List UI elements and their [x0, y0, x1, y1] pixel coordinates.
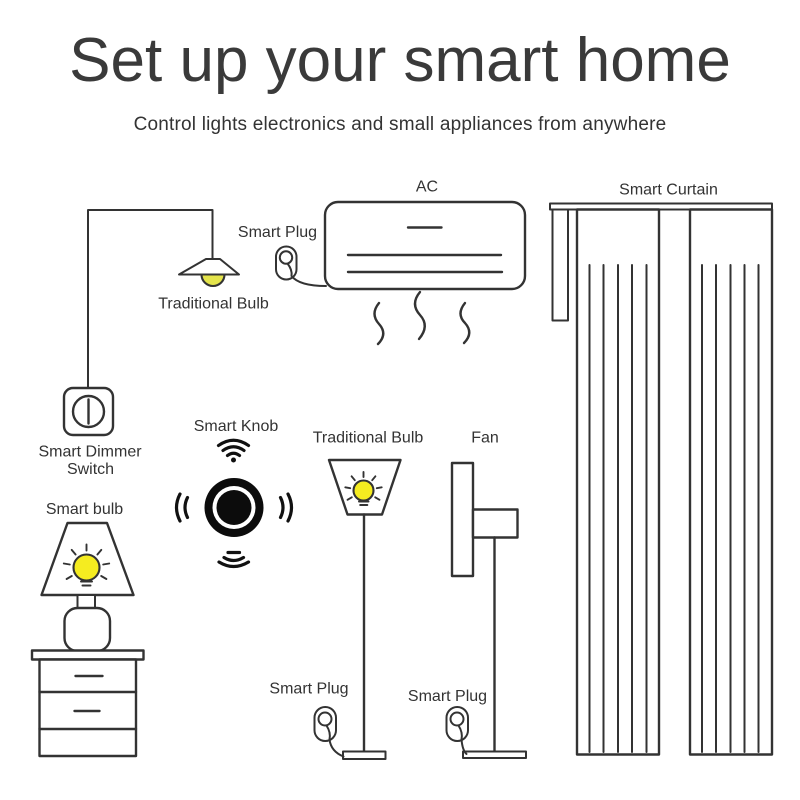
- smart-curtain-label: Smart Curtain: [619, 182, 718, 199]
- wifi-down-icon: [217, 550, 251, 569]
- plug-socket-hole: [449, 711, 465, 727]
- smart-bulb-icon: [62, 543, 111, 587]
- nightstand: [30, 649, 145, 758]
- table-lamp-body: [63, 606, 112, 653]
- curtain-motor: [551, 208, 569, 322]
- lamp-shade-icon: [178, 258, 240, 276]
- traditional-bulb-ceiling-label: Traditional Bulb: [158, 296, 269, 313]
- smart-knob: [174, 438, 294, 569]
- fan-label: Fan: [471, 430, 499, 447]
- table-lamp-neck: [76, 594, 96, 609]
- floor-lamp-base: [342, 750, 387, 760]
- fan: [450, 461, 527, 759]
- nightstand-body: [38, 658, 138, 758]
- smart-bulb-label: Smart bulb: [46, 501, 123, 518]
- curtain-rail: [549, 202, 773, 211]
- smart-dimmer-label-line1: Smart Dimmer: [38, 444, 142, 461]
- smart-curtain: [549, 202, 774, 756]
- traditional-bulb-icon: [200, 273, 226, 287]
- smart-dimmer-label-line2: Switch: [67, 461, 114, 478]
- ceiling-lamp: [87, 209, 240, 390]
- smart-plug-ac-label: Smart Plug: [238, 224, 317, 241]
- sound-waves-right-icon: [278, 492, 294, 523]
- traditional-bulb-icon: [344, 471, 383, 506]
- smart-knob-label: Smart Knob: [194, 418, 279, 435]
- traditional-bulb-floor-label: Traditional Bulb: [313, 430, 424, 447]
- plug-cord: [290, 275, 327, 287]
- curtain-folds-left: [588, 264, 648, 753]
- curtain-folds-right: [701, 264, 760, 753]
- smart-plug-floor-lamp: [313, 706, 345, 758]
- plug-cord: [328, 738, 345, 758]
- ac-airflow-wave-3: [459, 301, 471, 345]
- ac-label: AC: [416, 179, 438, 196]
- nightstand-top: [30, 649, 145, 661]
- page-title: Set up your smart home: [69, 26, 731, 95]
- plug-tail: [457, 724, 463, 741]
- dimmer-dial-icon: [71, 394, 106, 429]
- knob-inner-disc: [216, 490, 252, 525]
- plug-cord: [460, 738, 468, 755]
- page-subtitle: Control lights electronics and small app…: [133, 114, 667, 135]
- ac-airflow-wave-2: [413, 290, 426, 341]
- sound-waves-left-icon: [174, 492, 190, 523]
- ac-unit: [323, 200, 527, 346]
- table-lamp: [40, 521, 135, 653]
- plug-tail: [325, 724, 331, 741]
- plug-socket-hole: [278, 250, 294, 265]
- ac-body: [323, 200, 527, 291]
- smart-plug-floor-lamp-label: Smart Plug: [269, 681, 348, 698]
- smart-plug-ac: [275, 245, 327, 287]
- smart-plug-fan-label: Smart Plug: [408, 688, 487, 705]
- fan-blade-housing: [450, 461, 475, 578]
- ac-airflow-wave-1: [373, 301, 385, 346]
- plug-socket-hole: [317, 711, 333, 727]
- lamp-wire: [87, 209, 214, 390]
- plug-tail: [286, 262, 293, 277]
- floor-lamp: [327, 458, 402, 760]
- smart-dimmer-switch: [62, 386, 115, 437]
- fan-motor-box: [471, 508, 519, 539]
- fan-base: [462, 750, 527, 759]
- smart-plug-fan: [445, 706, 469, 755]
- wifi-icon: [216, 438, 251, 463]
